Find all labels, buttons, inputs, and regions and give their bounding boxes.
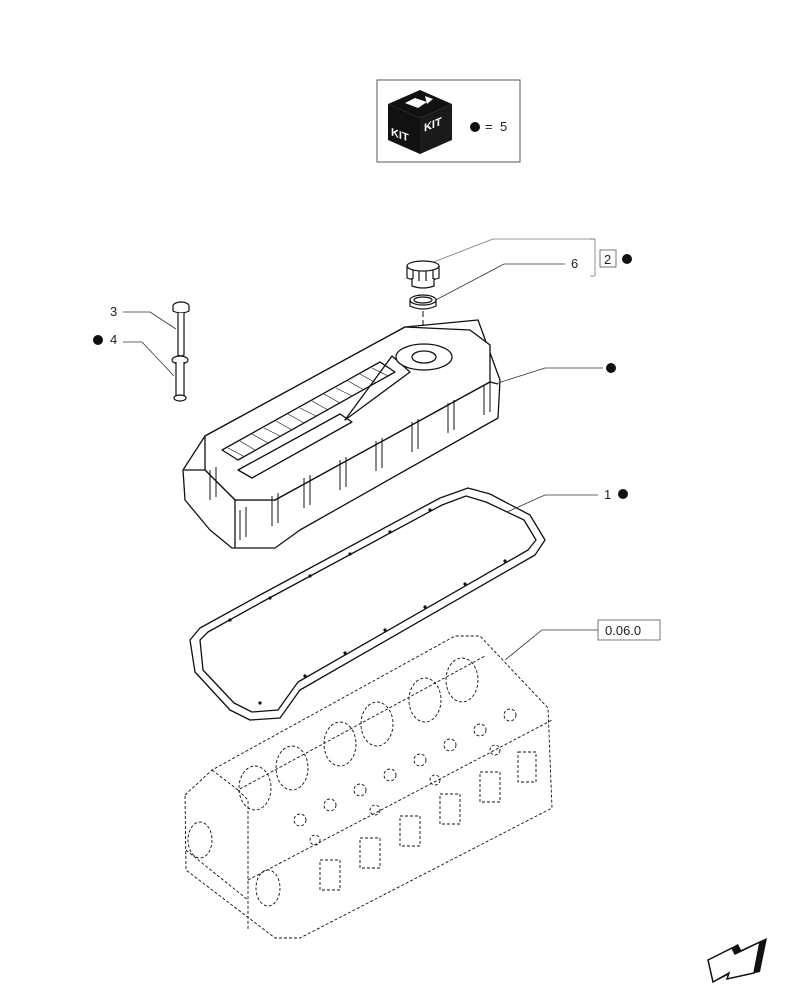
cylinder-head: [184, 635, 553, 939]
callout-ref-label: 0.06.0: [605, 623, 641, 638]
kit-box-icon: KIT KIT: [388, 90, 452, 154]
callout-2-box: [599, 249, 617, 268]
kit-number: 5: [500, 119, 507, 134]
callout-3[interactable]: 3: [110, 304, 177, 330]
filler-cap: [406, 260, 440, 289]
callout-ref-box: [597, 619, 661, 641]
kit-legend: KIT KIT = 5: [376, 79, 521, 163]
callout-group-2[interactable]: 2: [430, 238, 632, 277]
callout-2-label: 2: [604, 252, 611, 267]
callout-4-dot: [93, 335, 103, 345]
kit-marker-dot: [470, 122, 480, 132]
callout-6[interactable]: 6: [431, 256, 578, 303]
callout-cover-dot: [606, 363, 616, 373]
callout-2-dot: [622, 254, 632, 264]
callout-3-label: 3: [110, 304, 117, 319]
spacer-grommet: [171, 355, 189, 402]
valve-cover: [182, 319, 501, 549]
next-page-arrow-icon[interactable]: [707, 938, 767, 984]
callout-cover[interactable]: [497, 363, 616, 384]
cover-gasket: [189, 487, 546, 721]
callout-4-label: 4: [110, 332, 117, 347]
callout-6-label: 6: [571, 256, 578, 271]
callout-4[interactable]: 4: [93, 332, 175, 377]
filler-seal-ring: [409, 294, 437, 310]
callout-1-dot: [618, 489, 628, 499]
kit-equals: =: [485, 119, 493, 134]
callout-1-label: 1: [604, 487, 611, 502]
callout-1[interactable]: 1: [506, 487, 628, 513]
callout-ref[interactable]: 0.06.0: [504, 619, 661, 661]
